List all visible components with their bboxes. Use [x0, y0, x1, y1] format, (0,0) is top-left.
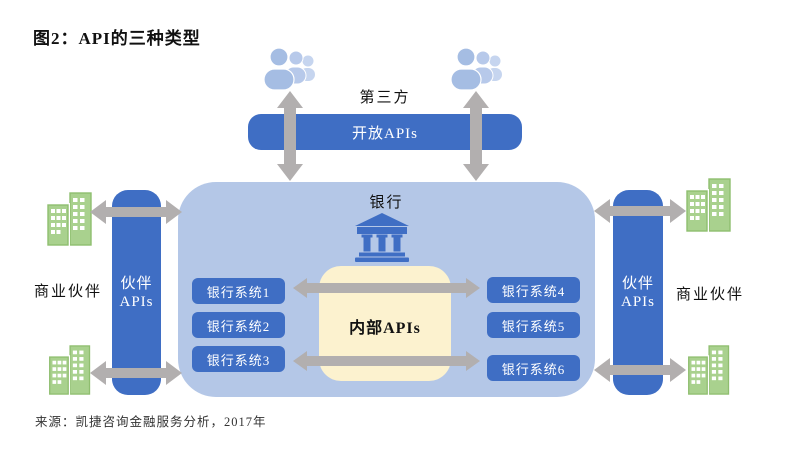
- office-buildings-icon: [684, 345, 736, 395]
- internal-double-arrow-icon: [293, 350, 480, 372]
- business-partner-label-left: 商业伙伴: [33, 284, 102, 300]
- users-icon-group: [450, 48, 502, 90]
- partner-double-arrow-icon: [90, 197, 182, 227]
- partner-double-arrow-icon: [594, 196, 686, 226]
- office-buildings-icon: [684, 178, 736, 232]
- bank-system-label: 银行系统3: [206, 352, 271, 368]
- business-partner-label-right: 商业伙伴: [675, 287, 744, 303]
- bank-system-label: 银行系统2: [206, 318, 271, 334]
- partner-apis-label: 伙伴: [621, 275, 654, 292]
- bank-system-box: 银行系统3: [192, 346, 285, 372]
- internal-apis-label: 内部APIs: [349, 320, 421, 337]
- bank-system-box: 银行系统5: [487, 312, 580, 338]
- users-icon: [450, 48, 504, 90]
- users-icon-group: [263, 48, 315, 90]
- bank-system-box: 银行系统6: [487, 355, 580, 381]
- partner-apis-label: APIs: [620, 293, 655, 310]
- vertical-double-arrow-icon: [275, 91, 305, 181]
- partner-apis-bar-right: 伙伴 APIs: [613, 190, 663, 395]
- partner-apis-label: APIs: [119, 293, 154, 310]
- bank-system-box: 银行系统4: [487, 277, 580, 303]
- partner-double-arrow-icon: [594, 355, 686, 385]
- bank-system-label: 银行系统4: [501, 283, 566, 299]
- bank-icon: [354, 212, 410, 262]
- bank-system-label: 银行系统6: [501, 361, 566, 377]
- vertical-double-arrow-icon: [461, 91, 491, 181]
- bank-system-label: 银行系统5: [501, 318, 566, 334]
- office-buildings-icon: [45, 345, 97, 395]
- partner-apis-bar-left: 伙伴 APIs: [112, 190, 161, 395]
- source-note: 来源：凯捷咨询金融服务分析，2017年: [35, 415, 267, 429]
- bank-system-label: 银行系统1: [206, 284, 271, 300]
- third-party-label: 第三方: [359, 90, 411, 106]
- office-buildings-icon: [45, 192, 97, 246]
- partner-double-arrow-icon: [90, 358, 182, 388]
- bank-system-box: 银行系统2: [192, 312, 285, 338]
- bank-system-box: 银行系统1: [192, 278, 285, 304]
- internal-double-arrow-icon: [293, 277, 480, 299]
- figure-title: 图2：API的三种类型: [33, 29, 201, 48]
- partner-apis-label: 伙伴: [120, 275, 153, 292]
- bank-label: 银行: [369, 195, 404, 211]
- open-apis-label: 开放APIs: [351, 125, 418, 142]
- users-icon: [263, 48, 317, 90]
